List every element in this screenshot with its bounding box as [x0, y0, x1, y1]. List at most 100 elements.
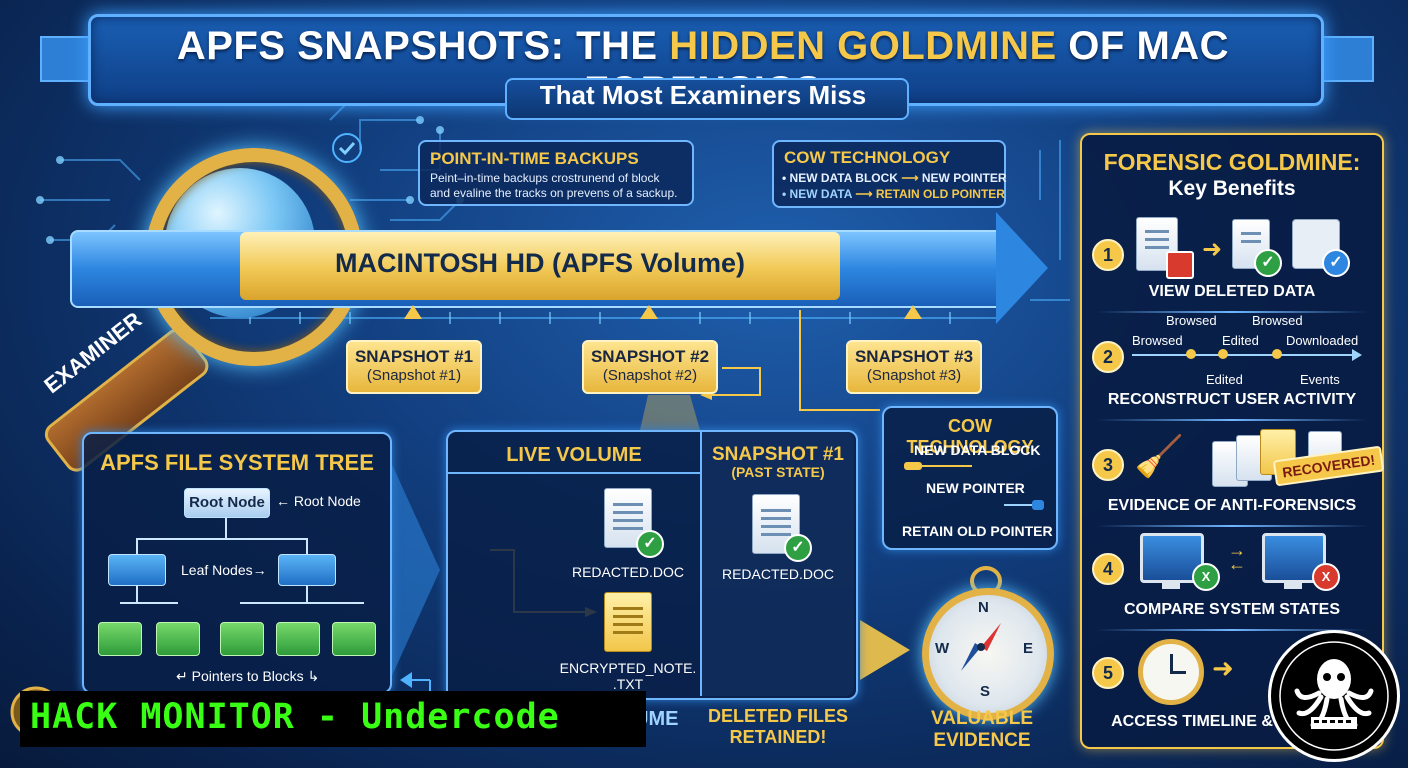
callout-cow-top-title: COW TECHNOLOGY — [784, 148, 951, 167]
divider — [1096, 629, 1368, 631]
undercode-logo — [1268, 630, 1400, 762]
snapshot-1-label[interactable]: SNAPSHOT #1(Snapshot #1) — [346, 340, 482, 394]
fs-tree-title: APFS FILE SYSTEM TREE — [100, 450, 374, 475]
title-highlight: HIDDEN GOLDMINE — [669, 24, 1057, 68]
block-node — [156, 622, 200, 656]
cow-box-line2: NEW POINTER — [926, 480, 1025, 496]
timeline-mid-2: Edited — [1222, 333, 1259, 348]
timeline-marker — [1272, 349, 1282, 359]
list-window-icon — [1292, 219, 1340, 269]
divider — [1096, 419, 1368, 421]
tree-line — [136, 538, 306, 540]
tree-line — [120, 602, 178, 604]
watermark-text: HACK MONITOR - Undercode — [30, 697, 560, 737]
benefit-3-label: EVIDENCE OF ANTI-FORENSICS — [1107, 497, 1357, 514]
benefit-4-number: 4 — [1092, 553, 1124, 585]
clock-icon — [1138, 639, 1204, 705]
subtitle-plate — [505, 78, 909, 120]
timeline-mid-1: Browsed — [1132, 333, 1183, 348]
snapshot-past-title: SNAPSHOT #1 — [712, 444, 844, 465]
page-subtitle: That Most Examiners Miss — [539, 80, 867, 110]
callout-cow-top-line1: • NEW DATA BLOCK ⟶ NEW POINTER — [782, 171, 1007, 185]
snapshot-column — [702, 432, 854, 696]
timeline-mid-3: Downloaded — [1286, 333, 1359, 348]
check-icon: ✓ — [636, 530, 664, 558]
tree-line — [136, 538, 138, 554]
cow-box-line1: NEW DATA BLOCK — [914, 442, 1041, 458]
data-block-icon — [904, 462, 922, 470]
callout-backups-line1: Peint–in-time backups crostrunend of blo… — [430, 171, 660, 185]
leaf-nodes-label: Leaf Nodes→ — [181, 562, 267, 578]
live-volume-title: LIVE VOLUME — [506, 444, 642, 466]
callout-backups-line2: and evaline the tracks on prevens of a s… — [430, 186, 678, 200]
pointers-label: ↵ Pointers to Blocks ↳ — [176, 668, 320, 684]
check-icon: ✓ — [1322, 249, 1350, 277]
monitor-stand — [1162, 583, 1180, 589]
callout-backups-title: POINT-IN-TIME BACKUPS — [430, 149, 639, 168]
live-file-1: REDACTED.DOC — [571, 564, 684, 580]
timeline-bottom-1: Edited — [1206, 372, 1243, 387]
compare-arrows-icon: →← — [1228, 540, 1246, 574]
root-node-label: ← Root Node — [276, 493, 361, 509]
leaf-node — [278, 554, 336, 586]
status-red-icon: X — [1312, 563, 1340, 591]
benefit-1-label: VIEW DELETED DATA — [1148, 283, 1316, 300]
callout-cow-top-line2: • NEW DATA ⟶ RETAIN OLD POINTER — [782, 187, 1005, 201]
timeline-top-2: Browsed — [1252, 313, 1303, 328]
tree-line — [136, 586, 138, 602]
live-file-2-line2: .TXT — [612, 676, 644, 692]
status-green-icon: X — [1192, 563, 1220, 591]
monitor-stand — [1284, 583, 1302, 589]
snapshot-2-label[interactable]: SNAPSHOT #2(Snapshot #2) — [582, 340, 718, 394]
benefit-5-number: 5 — [1092, 657, 1124, 689]
volume-arrow-head — [996, 212, 1048, 324]
compass-icon: N E S W — [922, 588, 1054, 720]
snapshot-3-arrow — [904, 305, 922, 319]
divider — [700, 432, 702, 696]
pointer-line — [922, 465, 972, 467]
live-file-2-line1: ENCRYPTED_NOTE. — [559, 660, 697, 676]
goldmine-subtitle: Key Benefits — [1168, 177, 1296, 200]
benefit-2-number: 2 — [1092, 341, 1124, 373]
arrow-icon: ➜ — [1202, 236, 1223, 263]
benefit-3-number: 3 — [1092, 449, 1124, 481]
check-icon: ✓ — [784, 534, 812, 562]
divider — [1096, 311, 1368, 313]
goldmine-title: FORENSIC GOLDMINE: — [1103, 149, 1361, 175]
cow-box-title: COW TECHNOLOGY — [906, 416, 1034, 457]
volume-compare-panel: LIVE VOLUME SNAPSHOT #1 (PAST STATE) ✓ R… — [446, 430, 858, 700]
block-node — [220, 622, 264, 656]
data-block-icon — [1032, 500, 1044, 510]
benefit-4-label: COMPARE SYSTEM STATES — [1123, 601, 1340, 618]
callout-backups: POINT-IN-TIME BACKUPS Peint–in-time back… — [418, 140, 694, 206]
block-node — [98, 622, 142, 656]
snapshot-1-arrow — [404, 305, 422, 319]
benefit-5-label: ACCESS TIMELINE & — [1111, 713, 1273, 730]
trash-icon — [1166, 251, 1194, 279]
arrow-icon: ➜ — [1212, 653, 1234, 683]
note-file-icon — [604, 592, 652, 652]
volume-bar-highlight — [240, 232, 840, 300]
benefit-1-number: 1 — [1092, 239, 1124, 271]
watermark-background — [20, 691, 646, 747]
snapshot-2-arrow — [640, 305, 658, 319]
root-node: Root Node — [184, 488, 270, 518]
tree-line — [240, 602, 364, 604]
timeline-top-1: Browsed — [1166, 313, 1217, 328]
tree-line — [225, 518, 227, 538]
timeline-arrow — [1352, 349, 1362, 361]
leaf-node — [108, 554, 166, 586]
snapshot-3-label[interactable]: SNAPSHOT #3(Snapshot #3) — [846, 340, 982, 394]
pointer-line — [1004, 504, 1038, 506]
snapshot-past-subtitle: (PAST STATE) — [731, 464, 825, 480]
goldmine-panel: FORENSIC GOLDMINE: Key Benefits 1 ➜ ✓ ✓ … — [1080, 133, 1385, 749]
snapshot-file: REDACTED.DOC — [721, 566, 834, 582]
volume-label: MACINTOSH HD (APFS Volume) — [334, 248, 745, 278]
cow-box-line3: RETAIN OLD POINTER — [902, 523, 1053, 539]
check-icon: ✓ — [1254, 249, 1282, 277]
callout-cow-top: COW TECHNOLOGY • NEW DATA BLOCK ⟶ NEW PO… — [772, 140, 1007, 208]
cow-technology-box: COW TECHNOLOGY NEW DATA BLOCK NEW POINTE… — [882, 406, 1058, 550]
block-node — [276, 622, 320, 656]
